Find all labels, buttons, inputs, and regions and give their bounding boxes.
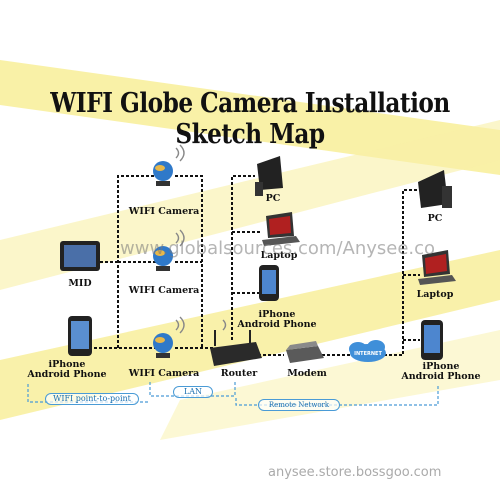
- camera-label: WIFI Camera: [128, 368, 200, 379]
- page-title: WIFI Globe Camera Installation Sketch Ma…: [50, 88, 450, 150]
- globe-camera-icon: [153, 161, 173, 186]
- lan-link-label: LAN: [173, 386, 213, 398]
- footer-url: anysee.store.bossgoo.com: [268, 465, 442, 480]
- tablet-icon: [60, 241, 100, 271]
- camera-label: WIFI Camera: [128, 206, 200, 217]
- router-icon: [210, 330, 262, 366]
- laptop-icon: [262, 212, 300, 246]
- wifi-signal-arcs: [175, 144, 227, 334]
- modem-icon: [286, 341, 324, 363]
- router-label: Router: [220, 368, 258, 379]
- phone-icon: [68, 316, 92, 356]
- pc-icon: [255, 156, 283, 196]
- internet-label: INTERNET: [354, 351, 382, 357]
- remote-network-link-label: Remote Network: [258, 399, 340, 411]
- pc-label: PC: [427, 213, 443, 224]
- phone-icon: [421, 320, 443, 360]
- globe-camera-icon: [153, 246, 173, 271]
- phone-label: iPhone Android Phone: [237, 309, 317, 330]
- laptop-label: Laptop: [416, 289, 454, 300]
- wifi-p2p-link-label: WIFI point-to-point: [45, 393, 139, 405]
- phone-label: iPhone Android Phone: [401, 361, 481, 382]
- laptop-icon: [418, 250, 456, 285]
- modem-label: Modem: [287, 368, 327, 379]
- phone-icon: [259, 265, 279, 301]
- watermark-text: www.globalsources.com/Anysee.co: [120, 238, 436, 259]
- mid-label: MID: [68, 278, 92, 289]
- pc-icon: [418, 170, 452, 208]
- phone-label: iPhone Android Phone: [27, 359, 107, 380]
- pc-label: PC: [265, 193, 281, 204]
- laptop-label: Laptop: [260, 250, 298, 261]
- internet-cloud-icon: [349, 340, 386, 362]
- camera-label: WIFI Camera: [128, 285, 200, 296]
- connection-lines: [94, 175, 420, 356]
- globe-camera-icon: [153, 333, 173, 358]
